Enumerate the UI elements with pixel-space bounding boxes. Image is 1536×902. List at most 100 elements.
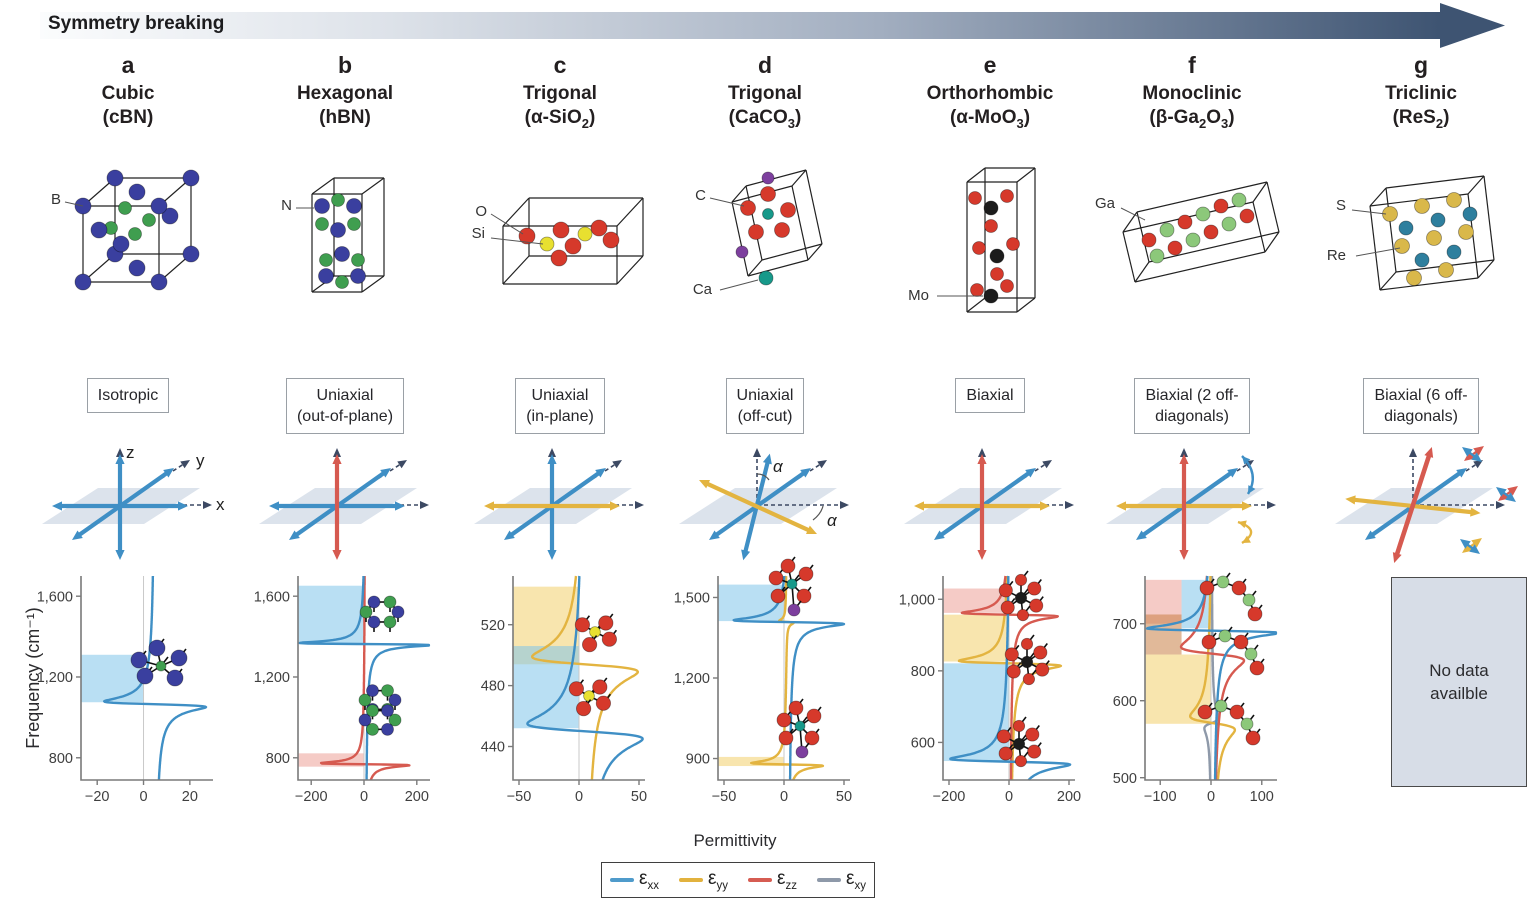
atom-label-N: N (281, 197, 314, 214)
curve-eps_xx (732, 575, 846, 781)
svg-text:0: 0 (575, 789, 583, 805)
svg-text:200: 200 (405, 789, 429, 805)
axes-diagram-uniaxial-in-plane (474, 448, 644, 560)
svg-text:800: 800 (911, 664, 935, 680)
svg-text:0: 0 (1207, 789, 1215, 805)
crystal-formula: (hBN) (319, 107, 371, 128)
alpha-angle-marks: αα (756, 457, 838, 530)
svg-text:50: 50 (631, 789, 647, 805)
panel-letter: f (1188, 52, 1196, 78)
unit-cell-frame (1122, 181, 1280, 283)
molecule-inset (998, 570, 1044, 622)
svg-text:600: 600 (911, 735, 935, 751)
crystal-system-name: Triclinic (1385, 83, 1457, 104)
crystal-system-name: Orthorhombic (926, 83, 1054, 104)
atom-label-S: S (1336, 197, 1387, 215)
symmetry-breaking-label: Symmetry breaking (48, 13, 225, 34)
svg-text:−50: −50 (712, 789, 737, 805)
curve-eps_yy (1189, 575, 1237, 781)
reststrahlen-bands (513, 586, 579, 729)
unit-cell-frame (731, 169, 823, 277)
axes-diagram-biaxial-6-off-diagonals (1335, 446, 1518, 564)
off-diagonal-arrow-clusters (1460, 446, 1518, 554)
panel-f: f Monoclinic (β-Ga2O3) Ga Biaxial (2 off… (1087, 52, 1297, 902)
crystal-system-name: Trigonal (728, 83, 802, 104)
panel-letter: e (983, 52, 997, 78)
crystal-formula: (ReS2) (1392, 107, 1450, 131)
anisotropy-label: Biaxial (6 off-diagonals) (1363, 378, 1479, 434)
curve-eps_yy (750, 575, 825, 781)
crystal-structure-caco3: C Ca (693, 169, 823, 298)
permittivity-axis-label: Permittivity (693, 831, 777, 850)
atoms (1382, 192, 1478, 286)
crystal-structure-hbn: N (281, 177, 385, 293)
svg-text:x: x (216, 495, 225, 514)
svg-text:Si: Si (472, 225, 485, 242)
no-data-text: No data availble (1429, 661, 1489, 703)
molecule-inset (996, 716, 1042, 768)
svg-text:1,600: 1,600 (254, 589, 290, 605)
anisotropy-label: Uniaxial(out-of-plane) (285, 378, 405, 434)
svg-text:B: B (51, 191, 61, 208)
svg-text:Ga: Ga (1095, 195, 1116, 212)
arrow-shape (40, 3, 1505, 48)
atoms (314, 193, 366, 289)
svg-text:−20: −20 (85, 789, 110, 805)
curve-eps_zz (1179, 575, 1246, 781)
legend-label: εzz (777, 868, 797, 892)
symmetry-breaking-arrow (40, 3, 1505, 48)
molecule-inset (574, 613, 618, 653)
tensor-arrows (914, 454, 1050, 560)
reststrahlen-bands (298, 585, 364, 767)
crystal-system-name: Monoclinic (1142, 83, 1242, 104)
legend-label: εxx (639, 868, 660, 892)
svg-text:0: 0 (1005, 789, 1013, 805)
tensor-arrows (484, 454, 620, 560)
crystal-formula: (CaCO3) (728, 107, 802, 131)
atoms (735, 171, 796, 286)
svg-text:O: O (475, 203, 487, 220)
axes-diagram-uniaxial-off-cut: αα (679, 448, 849, 561)
eps-yy-line-swatch (679, 878, 704, 882)
crystal-structure-moo3: Mo (908, 167, 1036, 313)
svg-text:C: C (695, 187, 706, 204)
crystal-system-name: Hexagonal (296, 83, 394, 104)
crystal-structure-res2: SRe (1327, 175, 1495, 291)
svg-text:y: y (196, 451, 205, 470)
permittivity-curves (732, 575, 846, 781)
no-data-box: No data availble (1391, 577, 1527, 787)
molecule-inset (130, 638, 188, 687)
svg-text:z: z (126, 443, 135, 462)
svg-text:480: 480 (481, 679, 505, 695)
crystal-formula: (β-Ga2O3) (1149, 107, 1235, 131)
crystal-formula: (α-SiO2) (524, 107, 596, 131)
molecule-inset (1197, 696, 1261, 746)
curve-eps_xx (1145, 575, 1278, 781)
panel-letter: b (337, 52, 353, 78)
svg-text:20: 20 (182, 789, 198, 805)
legend-label: εxy (845, 868, 866, 892)
svg-text:1,200: 1,200 (254, 670, 290, 686)
svg-text:1,200: 1,200 (674, 671, 710, 687)
svg-text:α: α (773, 457, 784, 476)
svg-text:700: 700 (1113, 617, 1137, 633)
svg-text:−100: −100 (1144, 789, 1177, 805)
molecule-inset (1199, 572, 1263, 622)
svg-text:440: 440 (481, 740, 505, 756)
atom-label-Ca: Ca (693, 279, 759, 298)
svg-text:Mo: Mo (908, 287, 929, 304)
permittivity-curves (526, 575, 644, 781)
crystal-structure-ga2o3: Ga (1095, 181, 1280, 283)
